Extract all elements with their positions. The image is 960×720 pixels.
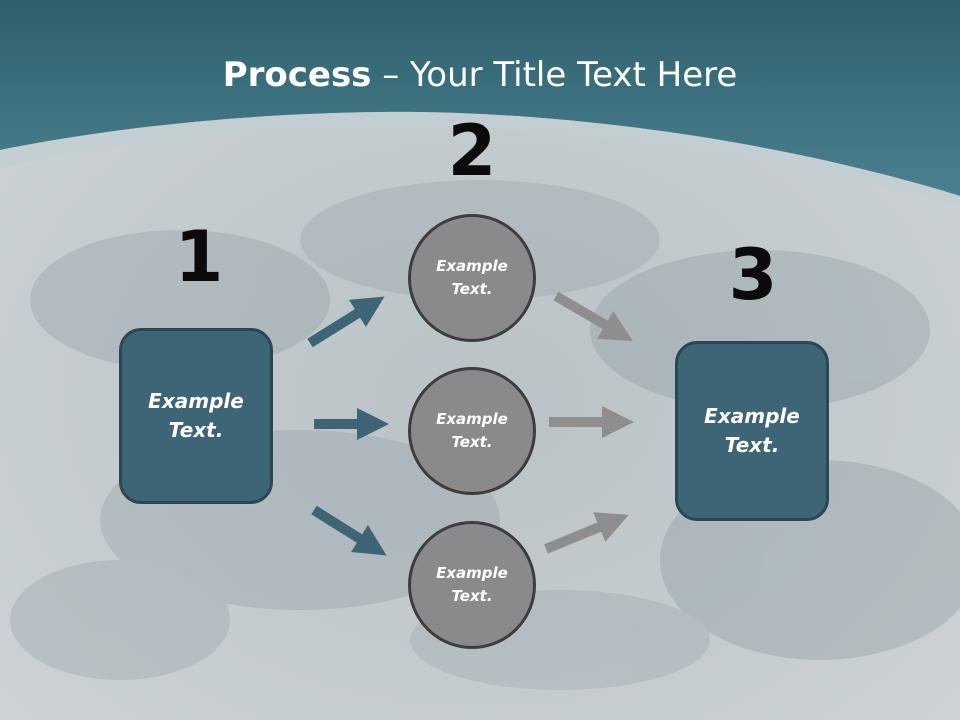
header-band [0,0,960,196]
left-process-box: Example Text. [119,328,273,504]
left-box-text: Example Text. [148,389,244,442]
circle-bottom: Example Text. [408,521,536,649]
title-rest: – Your Title Text Here [371,55,738,95]
circle-middle-text: Example Text. [436,410,508,451]
right-process-box: Example Text. [675,341,829,521]
step-number-2: 2 [447,110,497,192]
title-bold: Process [222,55,372,95]
circle-top-text: Example Text. [436,257,508,298]
step-number-3: 3 [728,234,778,316]
circle-top: Example Text. [408,214,536,342]
circle-bottom-text: Example Text. [436,564,508,605]
right-box-text: Example Text. [704,404,800,457]
header-curve [0,111,960,206]
slide-title: Process – Your Title Text Here [0,54,960,96]
step-number-1: 1 [174,216,224,298]
circle-middle: Example Text. [408,367,536,495]
